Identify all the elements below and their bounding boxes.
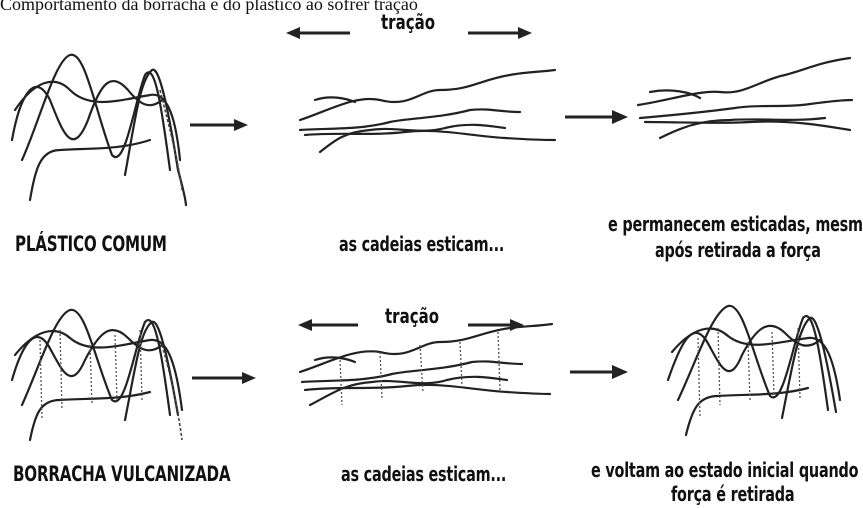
rubber-label: BORRACHA VULCANIZADA: [13, 462, 230, 486]
rubber-result-caption-2: força é retirada: [671, 482, 794, 506]
rubber-coiled-chains: [12, 310, 182, 440]
traction-label-top: tração: [381, 10, 435, 34]
row1-arrow-1: [190, 119, 248, 131]
rubber-result-caption-1: e voltam ao estado inicial quando a: [591, 458, 863, 482]
plastic-result-chains: [638, 58, 852, 138]
rubber-result-chains: [668, 306, 840, 435]
plastic-result-caption-1: e permanecem esticadas, mesmo: [608, 212, 863, 236]
plastic-coiled-chains: [12, 55, 186, 205]
row1-arrow-2: [565, 110, 628, 124]
plastic-result-caption-2: após retirada a força: [655, 238, 821, 262]
row2-arrow-2: [570, 365, 628, 379]
traction-label-bottom: tração: [385, 304, 439, 328]
rubber-stretched-chains: [300, 324, 552, 405]
plastic-label: PLÁSTICO COMUM: [15, 232, 167, 256]
plastic-stretched-chains: [300, 70, 555, 152]
rubber-stretch-caption: as cadeias esticam...: [341, 462, 506, 486]
plastic-stretch-caption: as cadeias esticam...: [339, 232, 504, 256]
row2-arrow-1: [192, 372, 256, 384]
